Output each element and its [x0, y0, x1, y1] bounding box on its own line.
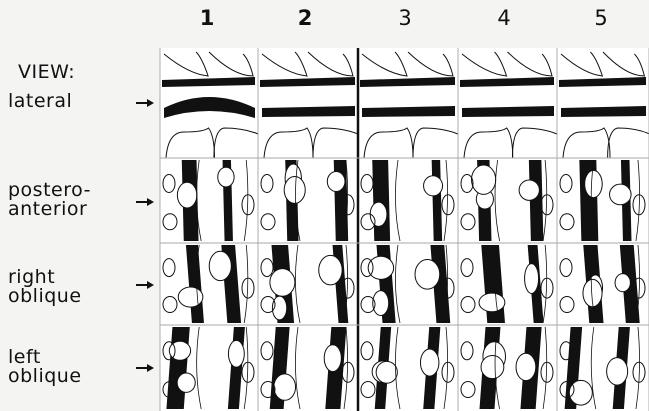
cell-r4-c4 [458, 325, 557, 411]
cell-r3-c1 [160, 243, 258, 325]
cell-r2-c4 [458, 158, 557, 243]
cell-background [557, 158, 649, 243]
cell-r1-c4 [458, 48, 557, 158]
cell-r2-c1 [160, 158, 258, 243]
cell-background [160, 158, 258, 243]
facet-blob [376, 361, 397, 383]
facet-blob [585, 170, 603, 197]
facet-blob [615, 274, 630, 292]
facet-blob [479, 293, 505, 312]
cell-r1-c5 [557, 48, 649, 158]
cell-r3-c2 [258, 243, 358, 325]
cell-background [358, 48, 458, 158]
cell-r3-c4 [458, 243, 557, 325]
bone-shadow-left [372, 160, 390, 241]
facet-blob [516, 353, 536, 380]
facet-blob [177, 182, 196, 208]
cell-r2-c2 [258, 158, 358, 243]
facet-blob [607, 358, 628, 386]
cell-background [458, 48, 557, 158]
cell-r2-c5 [557, 158, 649, 243]
facet-blob [209, 251, 231, 280]
cell-r2-c3 [358, 158, 458, 243]
cell-r3-c5 [557, 243, 649, 325]
facet-blob [471, 165, 495, 194]
cell-background [160, 243, 258, 325]
facet-blob [228, 340, 244, 367]
facet-blob [270, 269, 295, 297]
facet-blob [324, 345, 341, 372]
facet-blob [284, 177, 305, 204]
facet-blob [319, 255, 342, 284]
cell-r3-c3 [358, 243, 458, 325]
facet-blob [481, 356, 504, 379]
cell-r4-c1 [160, 325, 258, 411]
cell-r4-c3 [358, 325, 458, 411]
facet-blob [525, 264, 539, 294]
cell-background [458, 325, 557, 411]
facet-blob [368, 256, 393, 279]
facet-blob [178, 287, 203, 307]
cell-r4-c5 [557, 325, 649, 411]
facet-blob [177, 373, 195, 392]
facet-blob [370, 202, 387, 226]
facet-blob [420, 349, 438, 376]
cell-r1-c1 [160, 48, 258, 158]
facet-blob [610, 184, 632, 205]
cell-background [557, 48, 649, 158]
facet-blob [327, 171, 345, 191]
cell-r1-c3 [358, 48, 458, 158]
cell-background [258, 48, 358, 158]
cell-r1-c2 [258, 48, 358, 158]
facet-blob [415, 259, 440, 289]
facet-blob [519, 180, 539, 200]
facet-blob [274, 374, 296, 400]
facet-blob [424, 176, 443, 196]
cell-r4-c2 [258, 325, 358, 411]
facet-blob [218, 167, 234, 187]
